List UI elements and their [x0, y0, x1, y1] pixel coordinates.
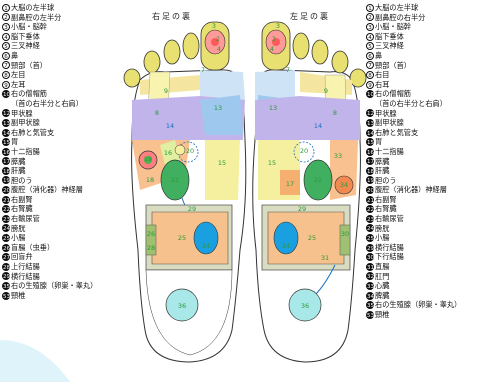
left-toe-4 — [332, 51, 348, 73]
label-18: 18 — [146, 176, 154, 184]
left-foot: 2 3 4 7 9 8 13 14 15 20 33 34 17 22 29 3… — [253, 22, 366, 362]
left-label-17: 17 — [286, 180, 294, 188]
label-19: 19 — [144, 155, 152, 163]
left-label-20: 20 — [300, 147, 308, 155]
right-toe-little — [124, 69, 140, 87]
right-toe-3 — [164, 40, 180, 64]
left-label-3: 3 — [276, 22, 280, 30]
label-7: 7 — [201, 66, 205, 74]
left-toe-2 — [293, 33, 309, 59]
left-label-25: 25 — [308, 234, 316, 242]
left-label-7: 7 — [286, 66, 290, 74]
label-3: 3 — [212, 22, 216, 30]
label-29: 29 — [188, 205, 196, 213]
right-zone-13 — [200, 95, 243, 135]
label-16: 16 — [164, 149, 172, 157]
decorative-swoosh — [0, 340, 70, 382]
left-label-34: 34 — [340, 181, 348, 189]
left-label-14: 14 — [314, 122, 322, 130]
right-zone-15 — [205, 140, 240, 200]
label-26: 26 — [147, 230, 155, 238]
label-2: 2 — [216, 35, 220, 43]
label-36: 36 — [178, 302, 186, 310]
left-label-8: 8 — [333, 109, 337, 117]
label-9: 9 — [164, 87, 168, 95]
label-8: 8 — [155, 109, 159, 117]
left-label-30: 30 — [341, 230, 349, 238]
left-label-22: 22 — [314, 176, 322, 184]
right-toe-4 — [144, 51, 160, 73]
left-label-9: 9 — [324, 87, 328, 95]
left-label-36: 36 — [301, 302, 309, 310]
label-28: 28 — [147, 244, 155, 252]
left-label-33: 33 — [334, 152, 342, 160]
label-4: 4 — [217, 45, 221, 53]
right-zone-21 — [175, 145, 185, 155]
left-label-31: 31 — [321, 254, 329, 262]
left-label-15: 15 — [268, 159, 276, 167]
left-label-2: 2 — [272, 35, 276, 43]
label-13: 13 — [214, 104, 222, 112]
right-foot: 2 3 4 7 9 8 13 14 19 16 20 18 22 15 29 2… — [124, 22, 246, 362]
right-toe-2 — [183, 33, 199, 59]
label-22: 22 — [171, 176, 179, 184]
label-14: 14 — [166, 122, 174, 130]
left-label-29: 29 — [298, 205, 306, 213]
left-label-4: 4 — [270, 45, 274, 53]
left-toe-little — [350, 69, 366, 87]
left-label-13: 13 — [269, 104, 277, 112]
left-toe-3 — [312, 40, 328, 64]
left-label-24: 24 — [282, 242, 290, 250]
label-20: 20 — [186, 147, 194, 155]
left-zone-14 — [255, 96, 360, 140]
label-15: 15 — [218, 159, 226, 167]
label-24: 24 — [202, 242, 210, 250]
label-25: 25 — [178, 234, 186, 242]
